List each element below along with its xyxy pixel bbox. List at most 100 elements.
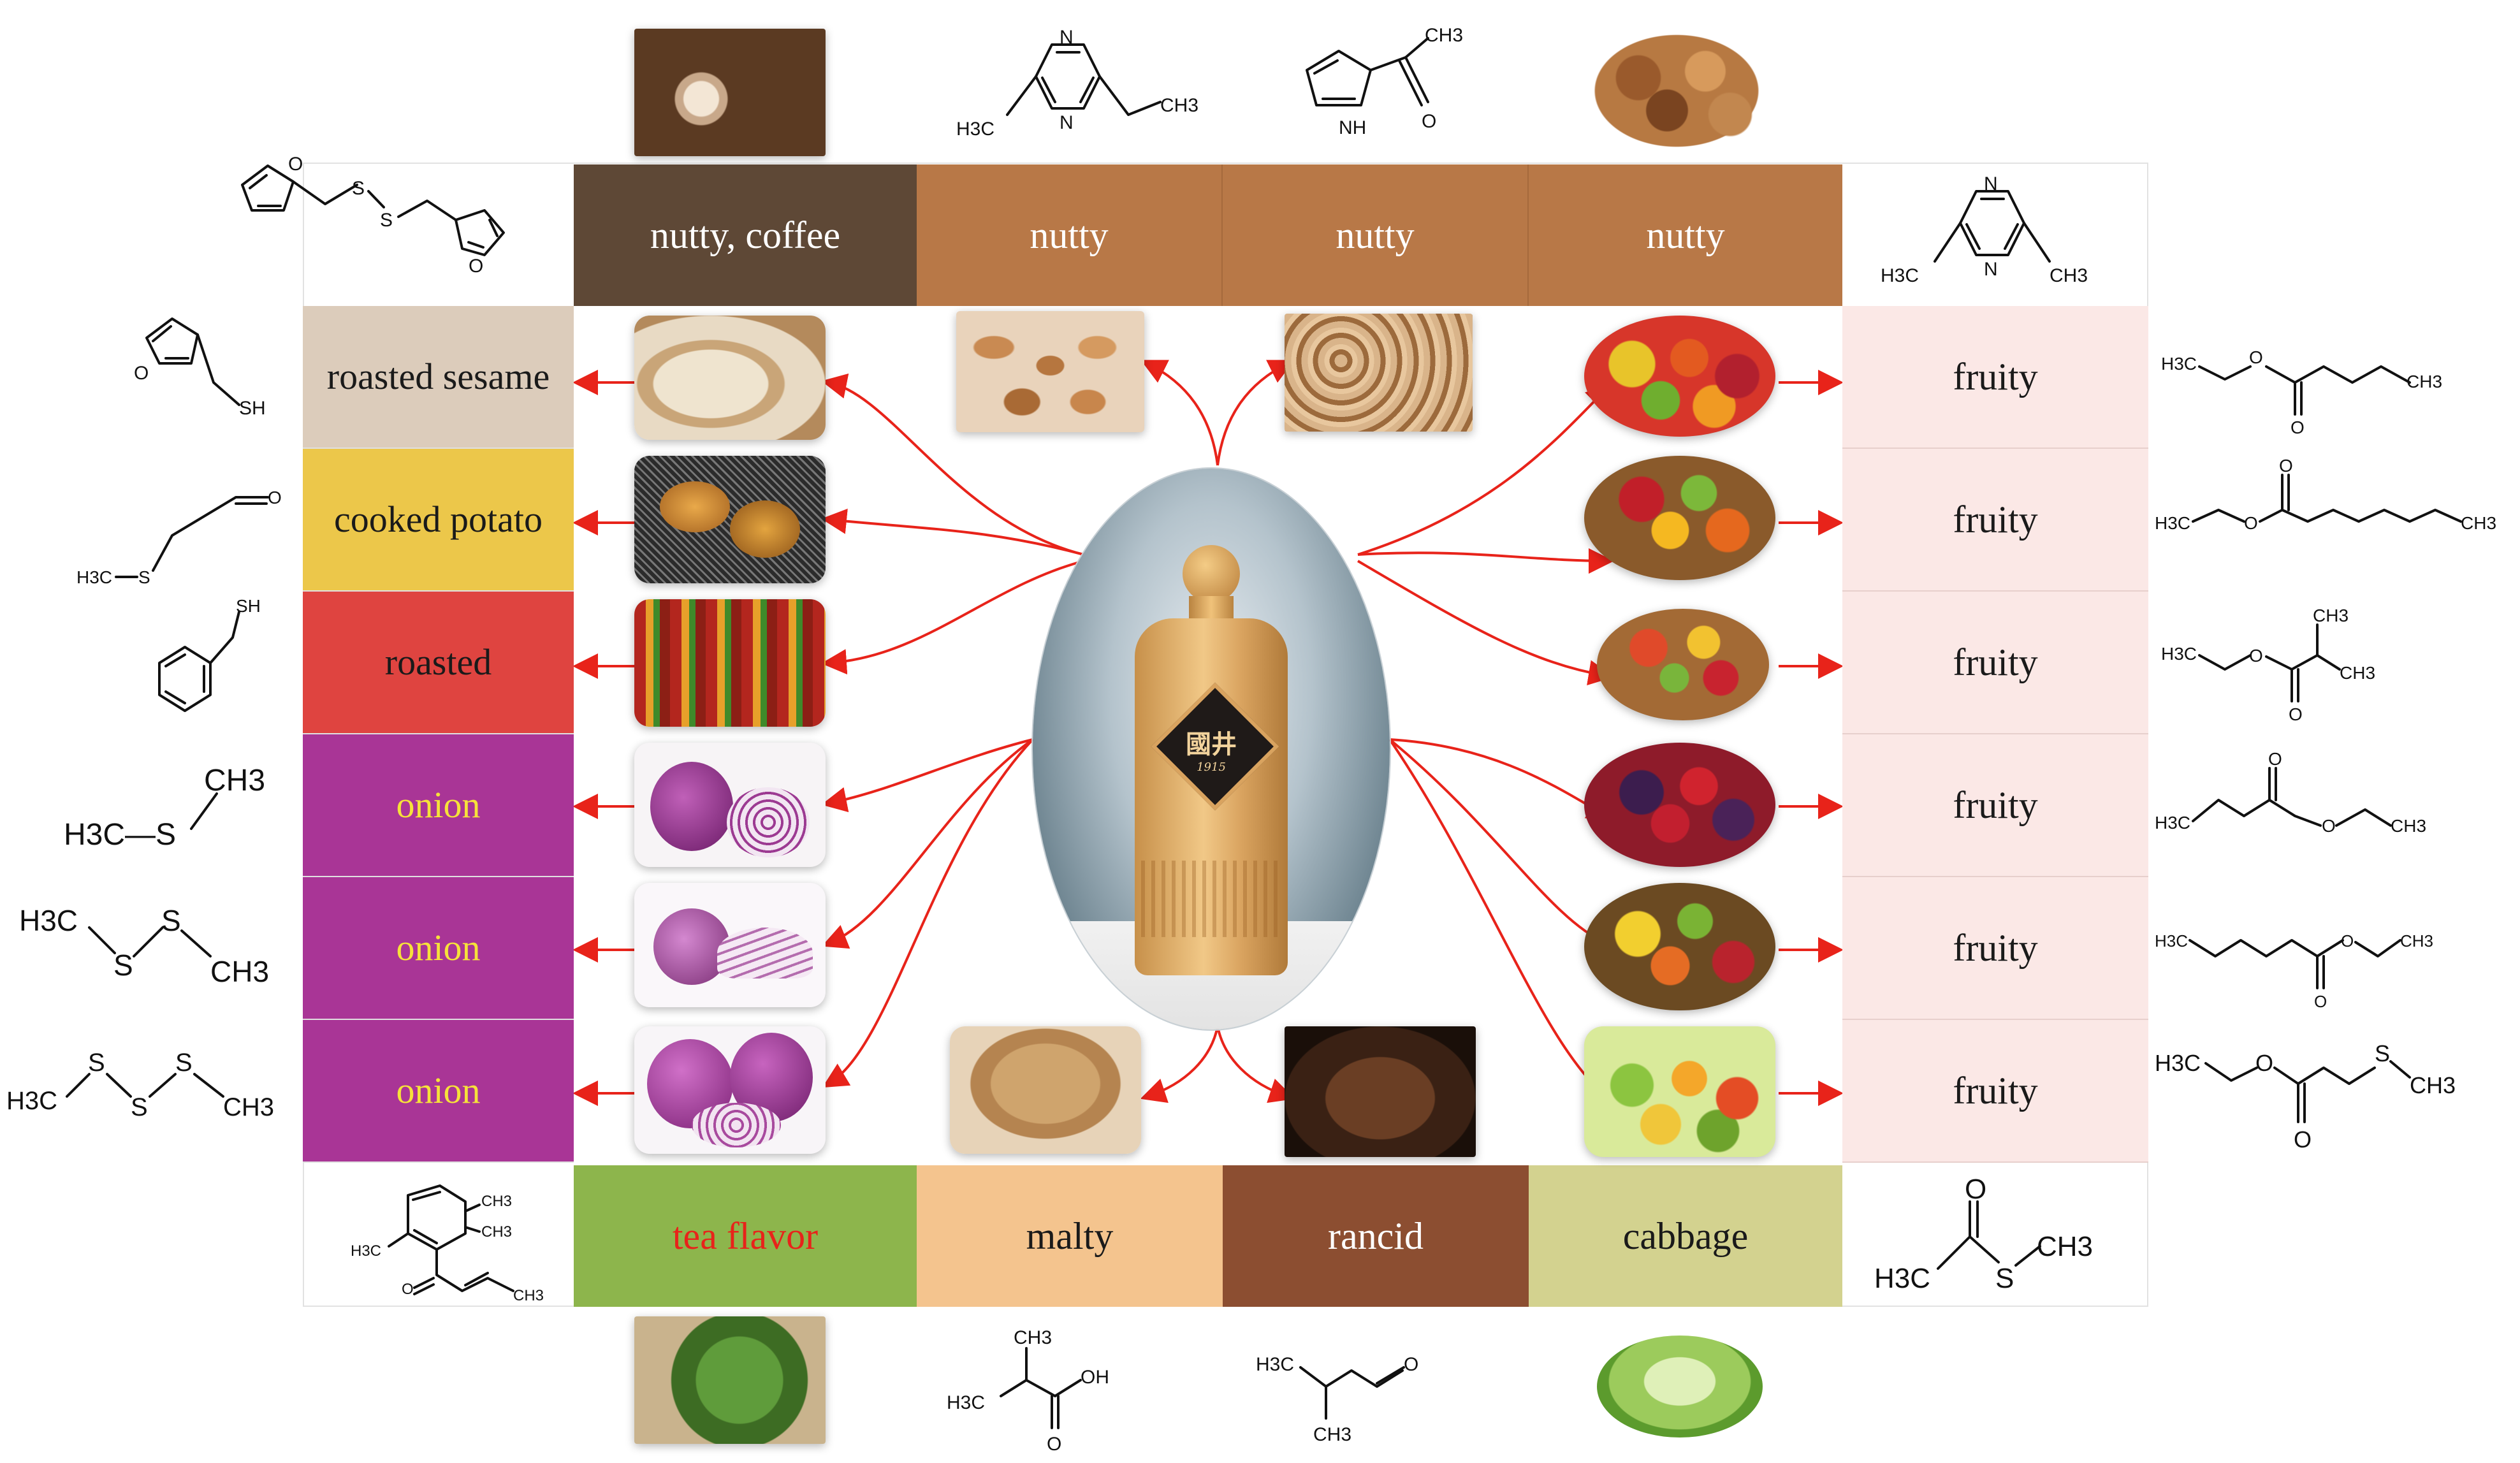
cabbage-photo (1584, 1320, 1775, 1447)
chem-ch3: CH3 (2400, 931, 2433, 950)
chem-o: O (2249, 347, 2263, 367)
bottom-cell-3-label: rancid (1328, 1215, 1424, 1257)
difurfuryl-disulfide-structure: O S S O (241, 154, 505, 277)
left-cell-4: onion (303, 734, 574, 877)
chem-ch3: CH3 (1313, 1424, 1351, 1445)
chem-o: O (134, 363, 149, 384)
green-tea-photo (634, 1316, 826, 1444)
top-cell-4-label: nutty (1646, 214, 1725, 256)
chem-o: O (268, 488, 282, 507)
chem-s: S (161, 904, 181, 937)
chem-ch3: CH3 (481, 1223, 512, 1241)
chem-h3c: H3C (2161, 354, 2197, 374)
right-cell-3: fruity (1842, 592, 2148, 734)
fruit-basket-photo-1 (1584, 456, 1775, 580)
right-cell-2: fruity (1842, 449, 2148, 592)
bottle-body: 國井 1915 (1135, 618, 1288, 975)
almonds-photo (956, 311, 1144, 432)
chem-o: O (1404, 1354, 1418, 1375)
chem-o: O (1047, 1434, 1061, 1455)
chem-n: N (1984, 259, 1998, 280)
chem-ch3: CH3 (2050, 265, 2088, 286)
chem-h3c: H3C (2155, 1050, 2201, 1076)
fruit-pile-photo (1584, 1026, 1775, 1157)
chem-nh: NH (1339, 117, 1366, 138)
chem-s: S (2375, 1040, 2390, 1066)
left-cell-3: roasted (303, 592, 574, 734)
isovaleraldehyde-structure: H3C O CH3 (1256, 1354, 1418, 1445)
ethyl-pentanoate-structure: H3C O O CH3 (2161, 347, 2442, 437)
chem-h3c: H3C (2155, 931, 2188, 950)
right-cell-3-label: fruity (1953, 641, 2038, 683)
bottom-cell-2-label: malty (1026, 1215, 1114, 1257)
chem-n: N (1984, 173, 1998, 194)
chem-o: O (2289, 704, 2303, 724)
left-cell-2: cooked potato (303, 449, 574, 592)
mixed-nuts-photo (1581, 25, 1772, 156)
chem-h3c: H3C (956, 119, 994, 140)
rancid-powder-photo (1285, 1026, 1476, 1157)
bottom-cell-1: tea flavor (574, 1165, 917, 1307)
bottle-year-text: 1915 (1197, 761, 1226, 774)
red-onion-photo-2 (634, 883, 826, 1007)
dimethylpyrazine-structure: N N H3C CH3 (1881, 173, 2088, 286)
chem-s: S (88, 1049, 105, 1077)
chem-ch3: CH3 (513, 1287, 544, 1304)
top-cell-3-label: nutty (1336, 214, 1415, 256)
right-cell-4: fruity (1842, 734, 2148, 877)
coffee-photo (634, 29, 826, 156)
right-cell-5: fruity (1842, 877, 2148, 1020)
isobutyric-acid-structure: CH3 H3C OH O (947, 1327, 1109, 1455)
top-cell-2-label: nutty (1030, 214, 1109, 256)
chem-o: O (2314, 992, 2327, 1011)
chem-ch3: CH3 (1014, 1327, 1052, 1348)
furfurylthiol-structure: O SH (134, 317, 266, 419)
ethyl-octanoate-structure: H3C O O CH3 (2155, 456, 2496, 533)
chem-ch3: CH3 (2461, 513, 2496, 533)
chem-h3c: H3C (76, 567, 112, 587)
dimethyl-disulfide-structure: H3C S S CH3 (19, 904, 269, 988)
right-cell-6-label: fruity (1953, 1070, 2038, 1112)
chem-o: O (2255, 1050, 2273, 1076)
chem-o: O (469, 256, 483, 277)
ethyl-butyrate-structure: H3C O O CH3 (2155, 749, 2426, 836)
chem-ch3: CH3 (2340, 663, 2375, 683)
bottom-cell-1-label: tea flavor (672, 1215, 819, 1257)
chem-n: N (1060, 27, 1074, 48)
right-cell-1-label: fruity (1953, 356, 2038, 398)
chem-h3c: H3C (1874, 1263, 1930, 1294)
acetylpyrrole-structure: NH CH3 O (1306, 25, 1463, 138)
chem-s: S (380, 210, 393, 231)
chem-s: S (138, 567, 150, 587)
chem-s: S (113, 949, 133, 982)
chem-ch3: CH3 (1425, 25, 1463, 46)
chem-h3c: H3C (2155, 513, 2190, 533)
chem-ch3: CH3 (223, 1093, 274, 1121)
chem-ch3: CH3 (210, 955, 269, 988)
top-row: nutty, coffee nutty nutty nutty (574, 164, 1842, 306)
malt-grain-photo (950, 1026, 1141, 1154)
chem-o: O (402, 1281, 414, 1298)
chem-o: O (1422, 111, 1436, 132)
left-cell-3-label: roasted (384, 641, 492, 683)
chem-oh: OH (1081, 1367, 1109, 1388)
chem-o: O (2291, 418, 2305, 437)
right-cell-6: fruity (1842, 1020, 2148, 1163)
chem-sh: SH (239, 398, 266, 419)
bottle-brand-text: 國井 (1186, 729, 1237, 759)
benzyl-mercaptan-structure: SH (158, 596, 261, 712)
bottle-cap (1183, 545, 1240, 602)
chem-o: O (2279, 456, 2293, 476)
chem-ch3: CH3 (204, 764, 265, 797)
chem-h3c-s: H3C—S (64, 818, 176, 852)
chem-s: S (175, 1049, 193, 1077)
chem-ch3: CH3 (2037, 1231, 2093, 1262)
right-cell-5-label: fruity (1953, 927, 2038, 969)
fruit-photo-1 (1584, 316, 1775, 437)
chem-o: O (2294, 1126, 2312, 1153)
top-cell-2: nutty (917, 164, 1223, 306)
left-cell-2-label: cooked potato (334, 499, 543, 541)
chem-h3c: H3C (1881, 265, 1919, 286)
left-cell-6: onion (303, 1020, 574, 1163)
chem-sh: SH (236, 596, 261, 616)
